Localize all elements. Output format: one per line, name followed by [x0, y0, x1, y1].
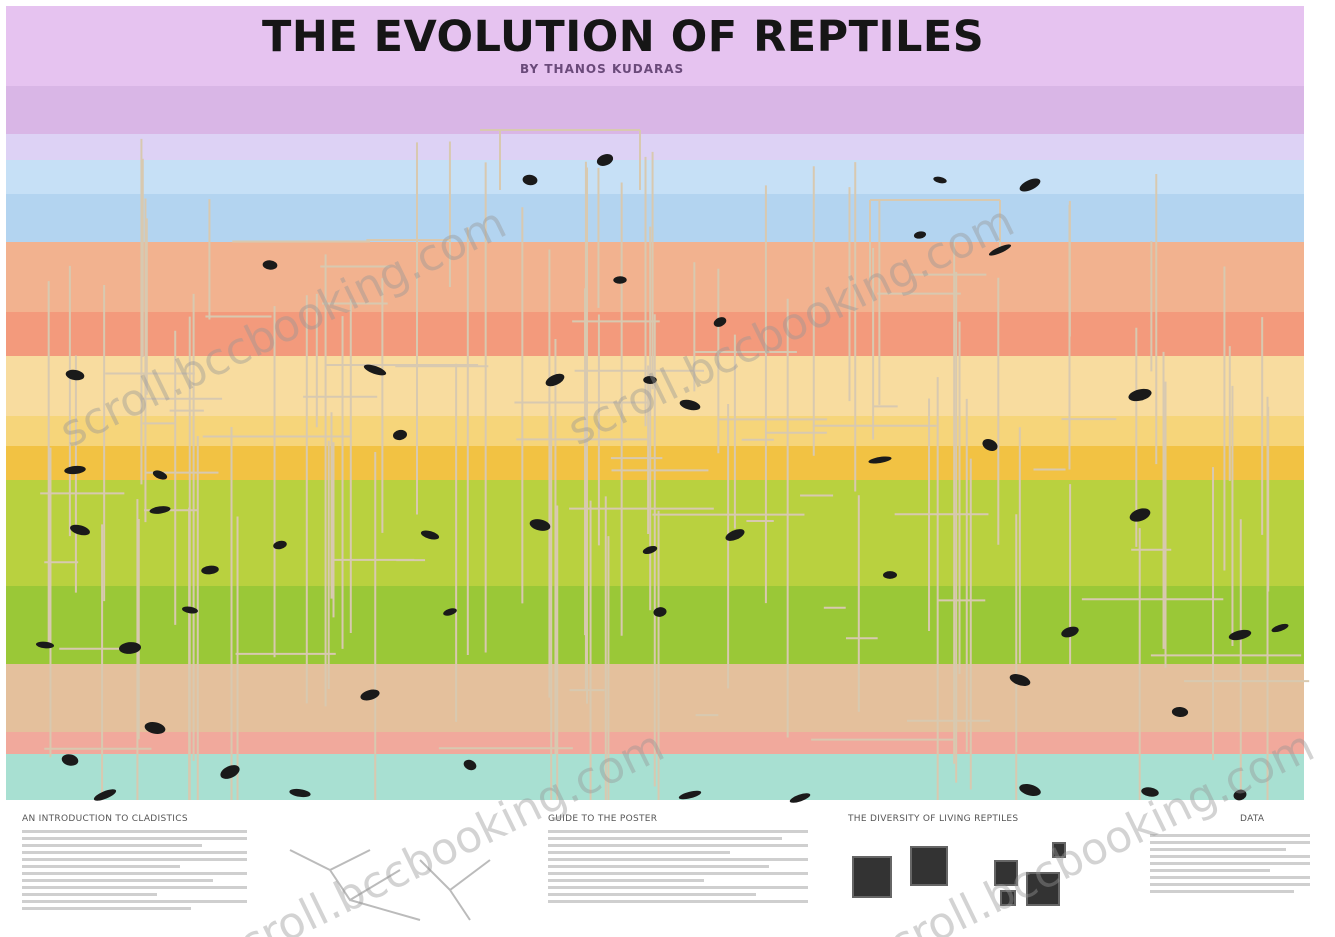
panel-title-diversity: THE DIVERSITY OF LIVING REPTILES — [848, 814, 1018, 824]
reptile-silhouette — [420, 529, 440, 541]
reptile-silhouette — [1128, 506, 1152, 524]
reptile-silhouette — [1172, 707, 1189, 718]
reptile-silhouette — [289, 788, 311, 799]
reptile-silhouette — [144, 720, 167, 735]
reptile-silhouette — [789, 791, 812, 804]
reptile-silhouette — [392, 429, 408, 441]
reptile-silhouette — [678, 789, 702, 801]
panel-guide-text — [548, 830, 808, 907]
reptile-silhouette — [1018, 176, 1043, 194]
reptile-silhouette — [679, 398, 702, 412]
reptile-silhouette — [152, 469, 169, 482]
panel-title-cladistics: AN INTRODUCTION TO CLADISTICS — [22, 814, 188, 824]
panel-cladistics-text — [22, 830, 247, 914]
panel-title-guide: GUIDE TO THE POSTER — [548, 814, 657, 824]
panel-data-text — [1150, 834, 1310, 897]
reptile-silhouette — [61, 753, 80, 767]
reptile-silhouette — [883, 571, 897, 579]
reptile-silhouette — [1008, 672, 1032, 689]
cladogram-branch — [290, 850, 420, 920]
panel-cladogram-example — [270, 830, 520, 930]
reptile-silhouette — [69, 523, 91, 538]
reptile-silhouette — [981, 437, 1000, 453]
reptile-silhouette — [462, 758, 478, 772]
reptile-silhouette — [149, 505, 171, 515]
reptile-silhouette — [522, 174, 538, 186]
diversity-thumbnail — [1000, 890, 1016, 906]
diversity-thumbnail — [852, 856, 892, 898]
reptile-silhouette — [1232, 788, 1248, 802]
reptile-silhouette — [182, 605, 199, 614]
reptile-silhouette — [93, 787, 118, 803]
reptile-silhouette — [1141, 786, 1160, 798]
reptile-silhouette — [65, 368, 85, 381]
reptile-silhouette — [913, 230, 926, 239]
diversity-thumbnail — [1026, 872, 1060, 906]
panel-title-data: DATA — [1240, 814, 1264, 824]
reptile-silhouette — [36, 641, 55, 649]
reptile-silhouette — [529, 517, 552, 532]
reptile-silhouette — [1018, 782, 1042, 798]
reptile-silhouette — [712, 315, 728, 328]
reptile-silhouette — [64, 465, 86, 475]
reptile-silhouette — [359, 688, 381, 703]
reptile-silhouette — [643, 376, 657, 384]
reptile-silhouette — [613, 276, 627, 284]
reptile-silhouette — [868, 455, 892, 465]
reptile-silhouette — [933, 176, 948, 185]
cladogram-branch — [420, 860, 490, 920]
diversity-thumbnail — [910, 846, 948, 886]
diversity-thumbnail — [994, 860, 1018, 886]
reptile-silhouette — [262, 260, 278, 271]
diversity-thumbnail — [1052, 842, 1066, 858]
reptile-silhouette — [595, 152, 615, 168]
reptile-silhouette — [1127, 387, 1153, 404]
reptile-silhouette — [201, 565, 219, 575]
reptile-silhouette — [1271, 622, 1290, 634]
